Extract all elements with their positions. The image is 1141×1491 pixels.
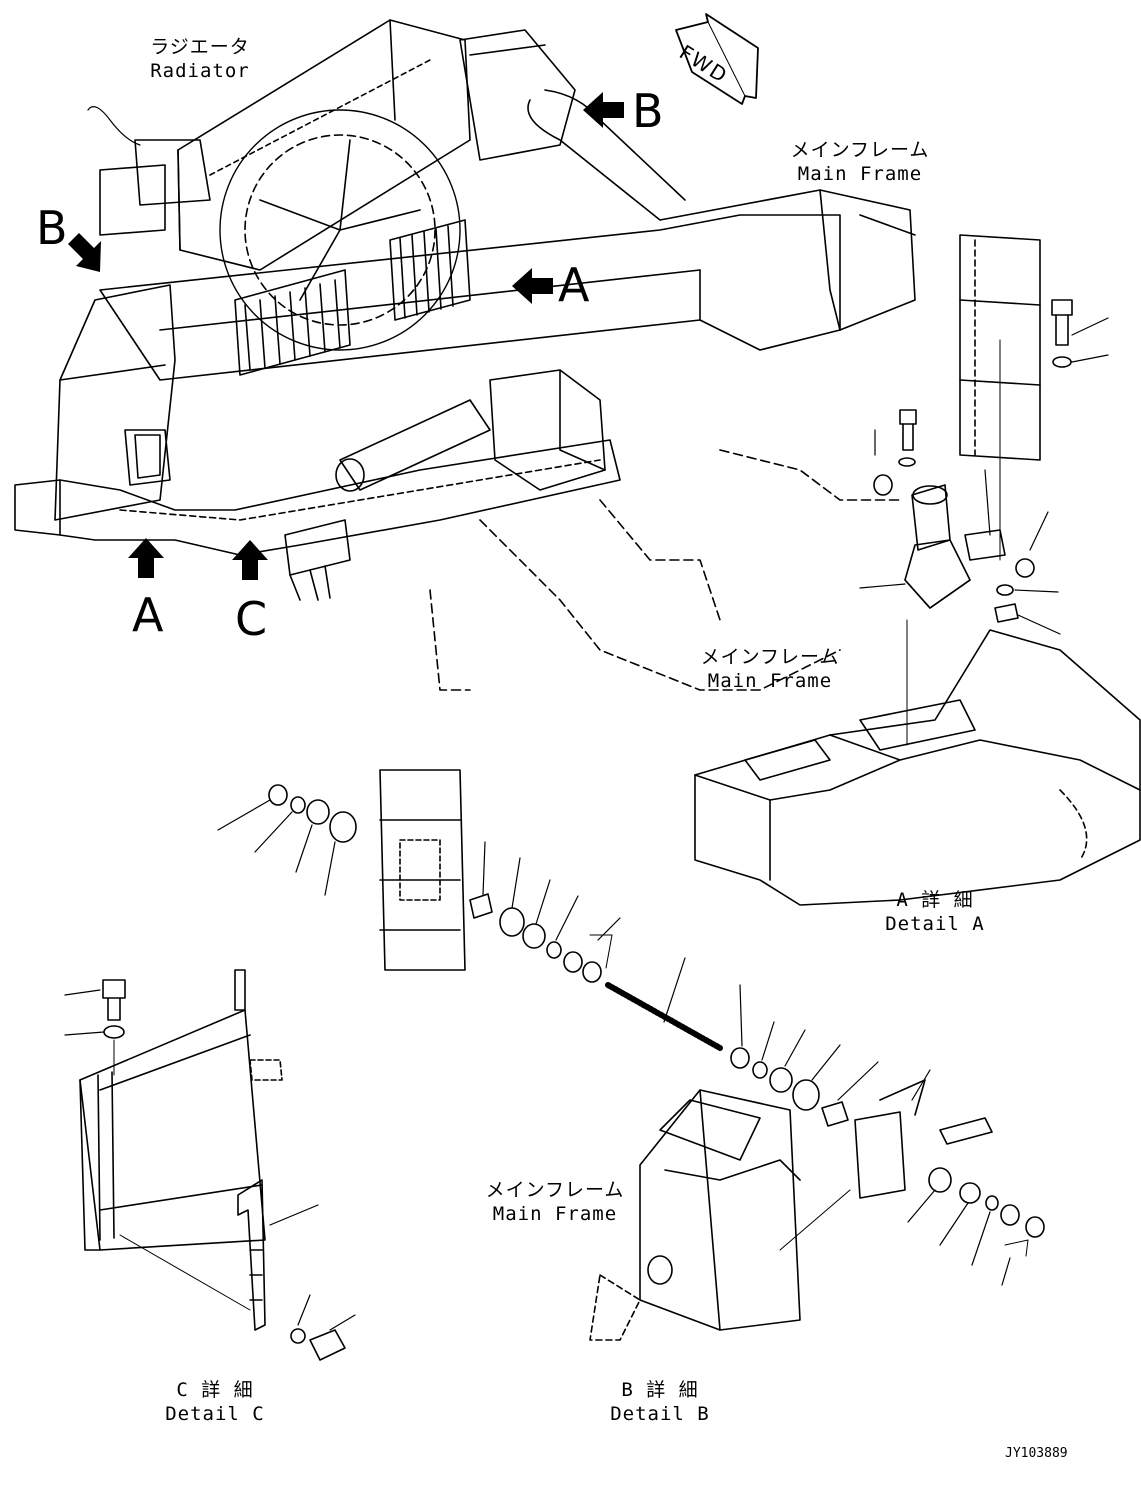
main-frame-detail-b-label-en: Main Frame bbox=[492, 1203, 618, 1225]
detail-c-caption: C 詳 細 Detail C bbox=[160, 1378, 270, 1426]
radiator-label-jp: ラジエータ bbox=[150, 36, 250, 58]
main-frame-detail-a-label-en: Main Frame bbox=[707, 670, 833, 692]
view-marker-arrows bbox=[68, 92, 624, 580]
detail-b-caption: B 詳 細 Detail B bbox=[605, 1378, 715, 1426]
radiator-label: ラジエータ Radiator bbox=[140, 35, 260, 83]
view-marker-b-top: B bbox=[632, 84, 664, 138]
main-frame-top-label-en: Main Frame bbox=[797, 163, 923, 185]
view-marker-a-right: A bbox=[558, 258, 590, 312]
detail-b-caption-jp: B 詳 細 bbox=[621, 1379, 699, 1401]
detail-c-caption-en: Detail C bbox=[165, 1403, 265, 1425]
detail-c-caption-jp: C 詳 細 bbox=[176, 1379, 254, 1401]
radiator-label-en: Radiator bbox=[150, 60, 250, 82]
detail-a-drawing bbox=[694, 234, 1141, 906]
drawing-code: JY103889 bbox=[1005, 1446, 1068, 1461]
main-frame-detail-a-label: メインフレーム Main Frame bbox=[700, 645, 840, 693]
arrow-a-right bbox=[512, 268, 553, 304]
view-marker-c-bottom: C bbox=[235, 592, 268, 646]
main-frame-detail-b-label: メインフレーム Main Frame bbox=[480, 1178, 630, 1226]
detail-c-drawing bbox=[64, 969, 356, 1361]
arrow-b-top bbox=[583, 92, 624, 128]
arrow-b-left bbox=[68, 233, 101, 272]
main-assembly bbox=[14, 19, 916, 691]
main-frame-detail-b-label-jp: メインフレーム bbox=[485, 1179, 625, 1201]
main-frame-top-label: メインフレーム Main Frame bbox=[790, 138, 930, 186]
arrow-c-bottom bbox=[232, 540, 268, 580]
detail-b-caption-en: Detail B bbox=[610, 1403, 710, 1425]
fwd-arrow-shape bbox=[675, 13, 759, 105]
arrow-a-bottom bbox=[128, 538, 164, 578]
view-marker-a-bottom: A bbox=[132, 588, 164, 642]
view-marker-b-left: B bbox=[36, 201, 68, 255]
detail-a-caption-en: Detail A bbox=[885, 913, 985, 935]
detail-a-caption: A 詳 細 Detail A bbox=[880, 888, 990, 936]
main-frame-top-label-jp: メインフレーム bbox=[790, 139, 930, 161]
detail-a-caption-jp: A 詳 細 bbox=[896, 889, 974, 911]
main-frame-detail-a-label-jp: メインフレーム bbox=[700, 646, 840, 668]
detail-b-drawing bbox=[217, 769, 1045, 1341]
